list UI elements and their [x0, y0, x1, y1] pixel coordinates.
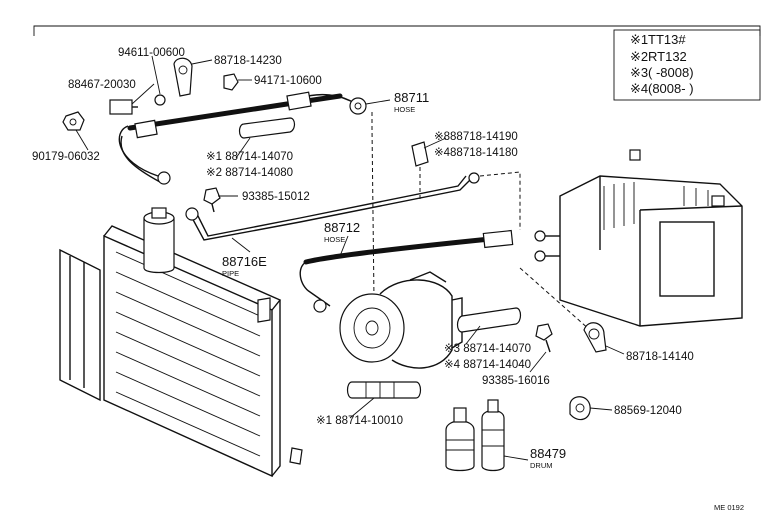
legend-3: ※3: [630, 65, 648, 80]
legend-2-text: RT132: [648, 49, 687, 64]
label-88716e-pipe: PIPE: [222, 269, 239, 278]
evaporator-unit: [534, 149, 743, 327]
label-88712: 88712: [324, 220, 360, 235]
hose-88712: [299, 229, 514, 313]
compressor: [339, 271, 463, 369]
bolt-93385-15012: [203, 187, 221, 213]
label-88569-12040: 88569-12040: [614, 405, 682, 417]
pressure-switch: [109, 99, 138, 115]
label-88718-14190: ※888718-14190: [434, 131, 518, 143]
label-88714-14080: ※2 88714-14080: [206, 167, 293, 179]
diagram-code: ME 0192: [714, 503, 744, 512]
clamp-88718-14140: [583, 322, 607, 353]
liquid-pipe-upper: [118, 91, 367, 185]
receiver-drier: [143, 207, 175, 274]
label-88718-14180: ※488718-14180: [434, 147, 518, 159]
clamp-88718-14230: [173, 57, 193, 97]
label-88718-14140: 88718-14140: [626, 351, 694, 363]
label-88711-hose: HOSE: [394, 105, 415, 114]
label-93385-15012: 93385-15012: [242, 191, 310, 203]
label-94171-10600: 94171-10600: [254, 75, 322, 87]
label-88714-14040: ※4 88714-14040: [444, 359, 531, 371]
clamp-88569-12040: [569, 396, 591, 421]
label-88714-10010: ※1 88714-10010: [316, 415, 403, 427]
label-88479-drum: DRUM: [530, 461, 553, 470]
leader-evap2: [519, 267, 591, 331]
nut-90179: [62, 111, 85, 131]
legend-1: ※1: [630, 32, 648, 47]
legend-1-text: TT13#: [648, 32, 686, 47]
bolt-93385-16016: [535, 323, 553, 353]
oil-drums-88479: [445, 399, 505, 472]
legend-4-text: (8008- ): [648, 81, 694, 96]
label-88712-hose: HOSE: [324, 235, 345, 244]
label-88718-14230: 88718-14230: [214, 55, 282, 67]
washer-94611: [154, 94, 166, 106]
condenser: [59, 225, 303, 478]
leader-evap: [479, 171, 521, 230]
label-94611-00600: 94611-00600: [118, 47, 185, 59]
legend-2: ※2: [630, 49, 648, 64]
label-88714-14070-a: ※1 88714-14070: [206, 151, 293, 163]
hose-88714-10010: [346, 381, 422, 399]
label-90179-06032: 90179-06032: [32, 151, 100, 163]
leader-88711: [371, 112, 375, 301]
hose-88714-14040: [456, 307, 522, 333]
label-88716e: 88716E: [222, 254, 267, 269]
label-88714-14070-b: ※3 88714-14070: [444, 343, 531, 355]
insulator-tube: [238, 117, 296, 139]
pipe-88716e: [185, 172, 480, 241]
label-88479: 88479: [530, 446, 566, 461]
clip-88718-14180: [411, 141, 429, 167]
label-88711: 88711: [394, 90, 429, 105]
leader-lines: [75, 55, 625, 461]
legend-box: ※1 TT13# ※2 RT132 ※3 ( -8008) ※4 (8008- …: [613, 29, 761, 101]
label-93385-16016: 93385-16016: [482, 375, 550, 387]
label-88467-20030: 88467-20030: [68, 79, 136, 91]
legend-3-text: ( -8008): [648, 65, 694, 80]
legend-4: ※4: [630, 81, 648, 96]
nut-94171: [223, 73, 239, 91]
